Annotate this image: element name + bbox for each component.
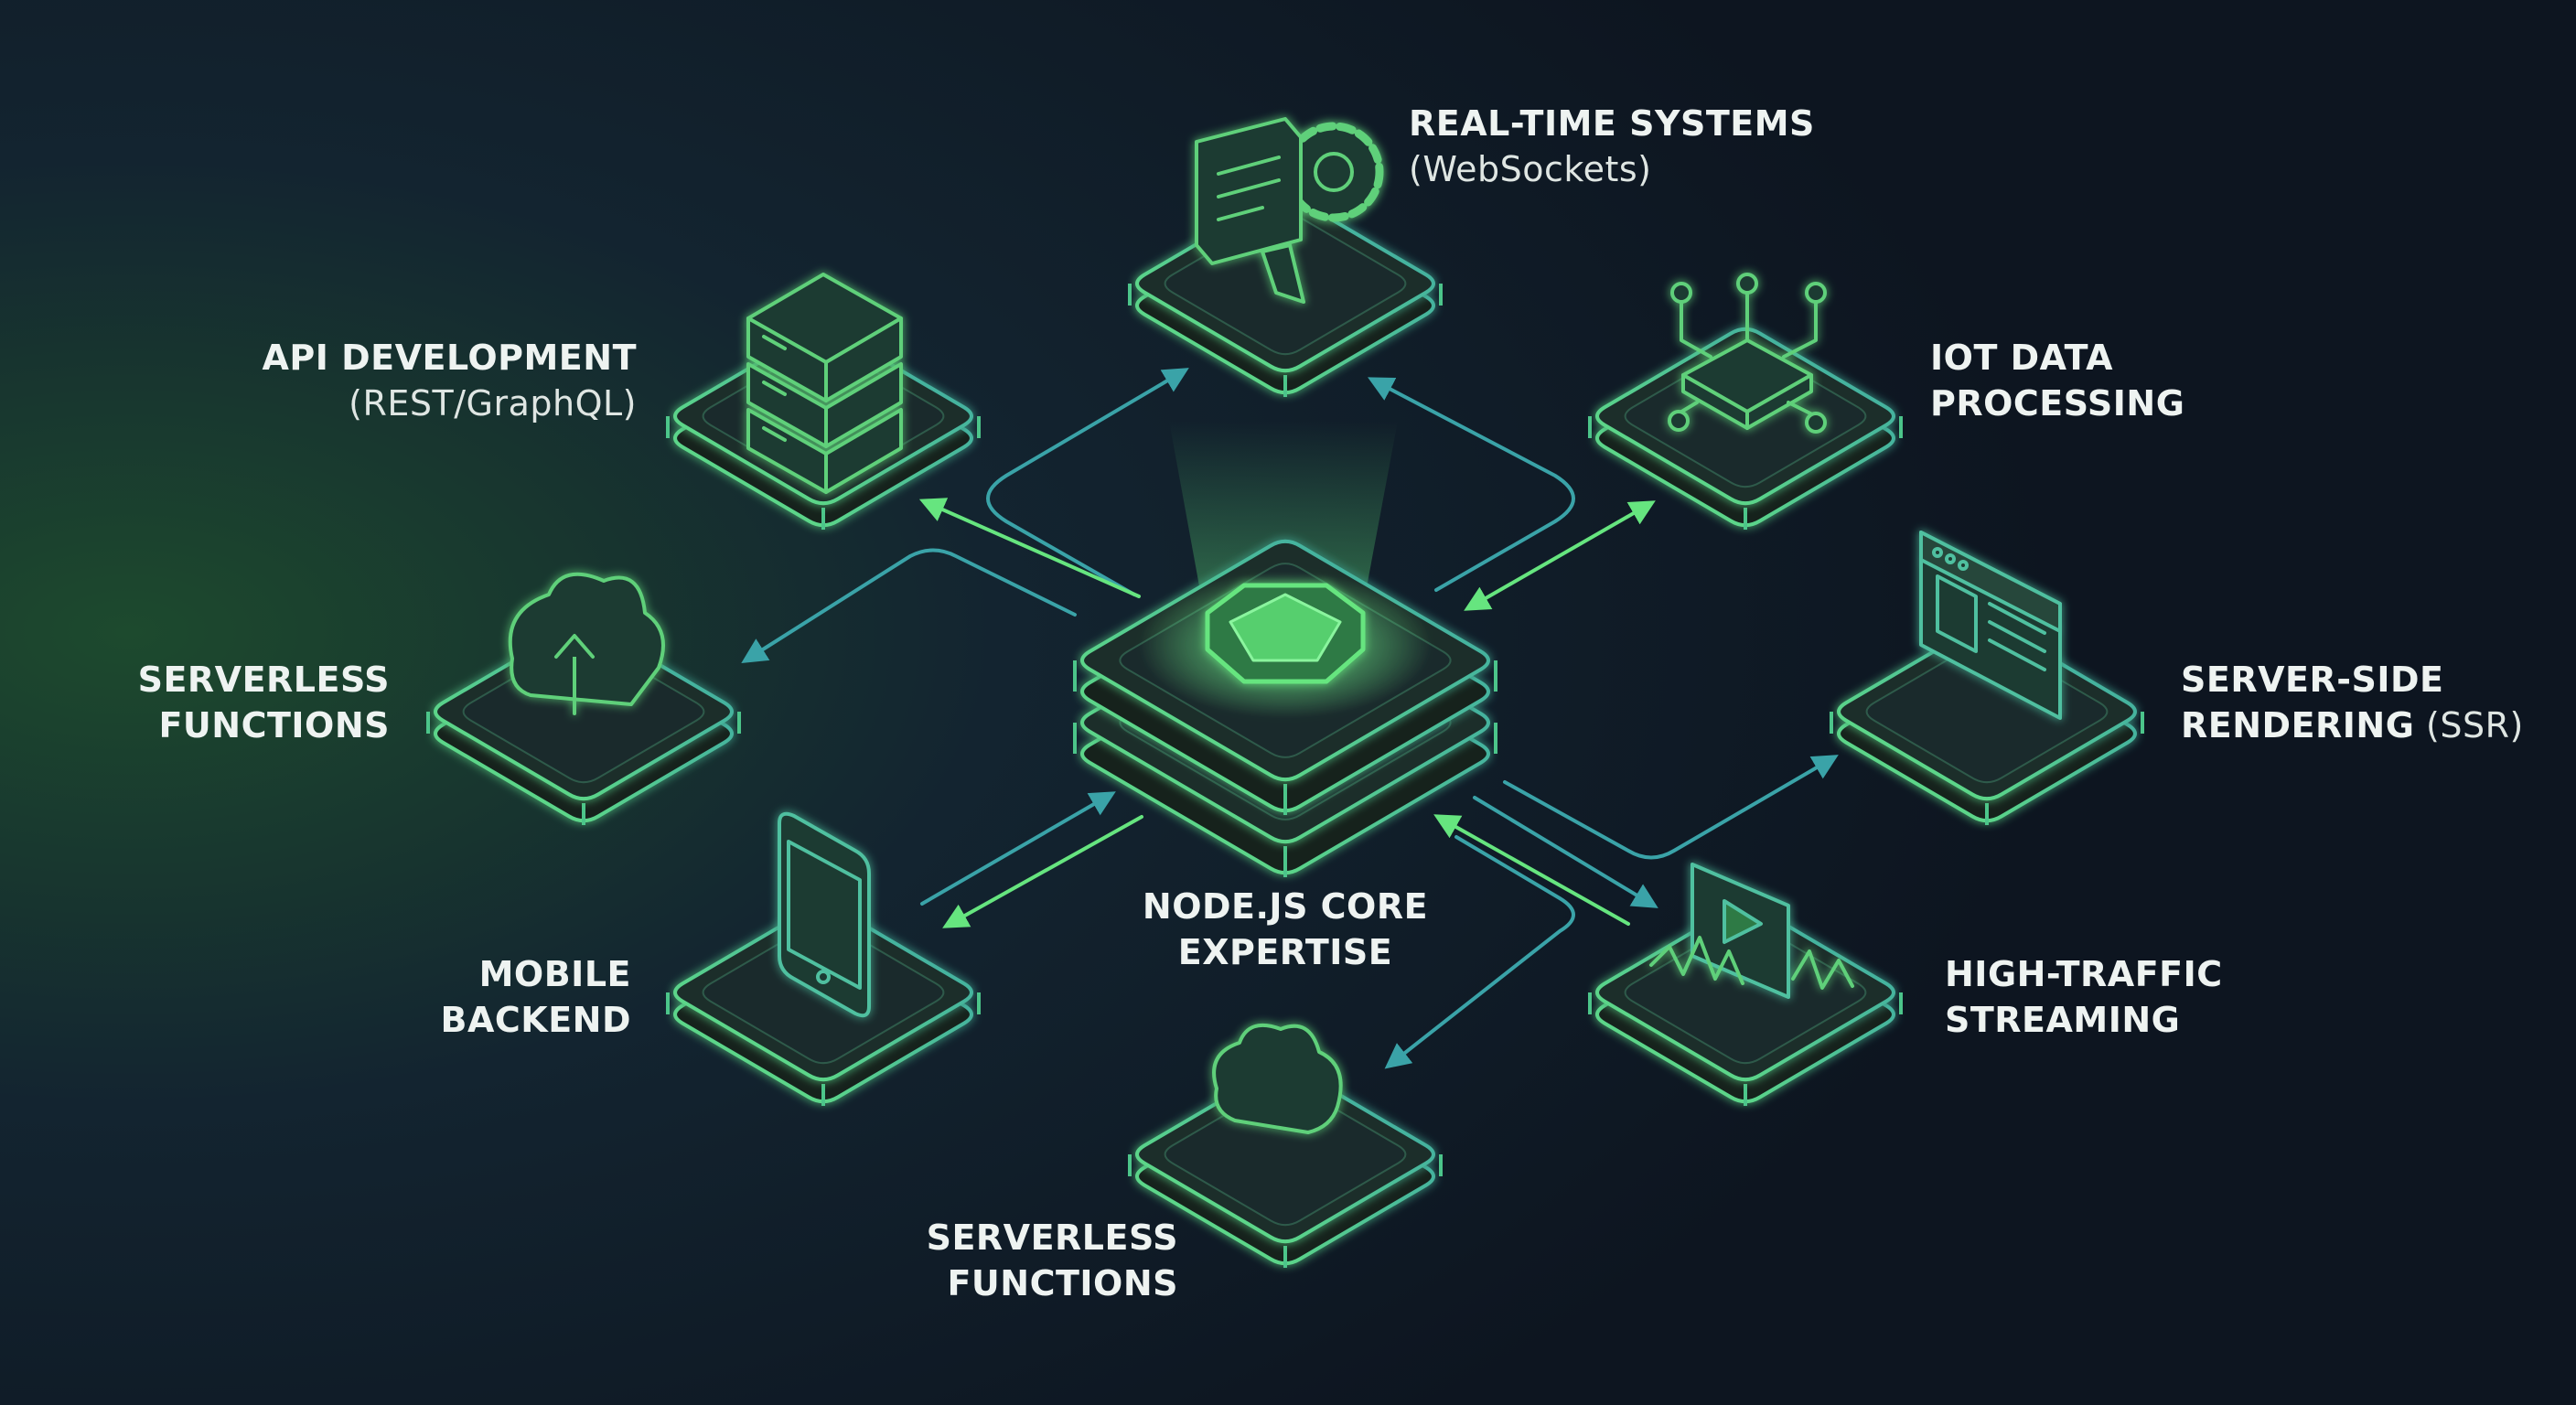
chat-gear-icon <box>1195 117 1384 304</box>
connector-mobile-in <box>942 815 1143 928</box>
label-serverless-bottom-sub: FUNCTIONS <box>947 1263 1178 1303</box>
label-streaming-title: HIGH-TRAFFIC <box>1945 954 2223 994</box>
connector-iot-bidirectional <box>1464 500 1656 611</box>
label-serverless-bottom-title: SERVERLESS <box>926 1217 1178 1258</box>
hexagon-core-icon <box>1139 572 1432 718</box>
chip-circuit-icon <box>1668 273 1827 434</box>
connector-to-serverless-left <box>741 548 1077 663</box>
label-realtime: REAL-TIME SYSTEMS (WebSockets) <box>1409 101 1815 192</box>
label-ssr: SERVER-SIDE RENDERING (SSR) <box>2181 657 2524 748</box>
label-ssr-acronym: (SSR) <box>2414 705 2524 745</box>
label-serverless-left-sub: FUNCTIONS <box>158 705 390 745</box>
label-realtime-title: REAL-TIME SYSTEMS <box>1409 103 1815 144</box>
connectors <box>741 368 1839 1069</box>
label-mobile-title: MOBILE <box>478 954 631 994</box>
connector-to-ssr <box>1503 755 1839 860</box>
label-iot-sub: PROCESSING <box>1930 383 2185 424</box>
label-api-sub: (REST/GraphQL) <box>349 383 637 424</box>
connector-to-realtime <box>986 368 1189 596</box>
label-realtime-sub: (WebSockets) <box>1409 149 1652 189</box>
connector-to-serverless-bottom <box>1384 835 1575 1069</box>
label-streaming-sub: STREAMING <box>1945 1000 2181 1040</box>
smartphone-icon <box>778 811 871 1018</box>
label-iot-title: IOT DATA <box>1930 338 2113 378</box>
label-center-sub: EXPERTISE <box>1177 932 1393 972</box>
platform-serverless-bottom <box>1128 1065 1443 1268</box>
label-streaming: HIGH-TRAFFIC STREAMING <box>1945 951 2223 1043</box>
label-mobile: MOBILE BACKEND <box>440 951 631 1043</box>
label-ssr-title: SERVER-SIDE <box>2181 660 2444 700</box>
connector-streaming-in <box>1433 814 1630 926</box>
label-serverless-bottom: SERVERLESS FUNCTIONS <box>927 1215 1178 1306</box>
server-stack-icon <box>746 273 903 494</box>
label-api-title: API DEVELOPMENT <box>262 338 637 378</box>
icons <box>508 117 2062 1134</box>
label-api: API DEVELOPMENT (REST/GraphQL) <box>262 335 637 426</box>
label-ssr-sub: RENDERING <box>2181 705 2415 745</box>
label-iot: IOT DATA PROCESSING <box>1930 335 2184 426</box>
browser-window-icon <box>1919 531 2062 720</box>
cloud-icon <box>1212 1024 1343 1134</box>
connector-streaming-out <box>1473 796 1658 908</box>
label-mobile-sub: BACKEND <box>440 1000 631 1040</box>
label-serverless-left-title: SERVERLESS <box>137 660 390 700</box>
label-center-title: NODE.JS CORE <box>1142 886 1429 927</box>
connector-to-api <box>918 498 1141 598</box>
cloud-upload-icon <box>508 572 665 715</box>
label-center: NODE.JS CORE EXPERTISE <box>1102 884 1468 975</box>
label-serverless-left: SERVERLESS FUNCTIONS <box>138 657 390 748</box>
connector-mobile-out <box>920 791 1116 906</box>
video-play-icon <box>1649 863 1854 999</box>
